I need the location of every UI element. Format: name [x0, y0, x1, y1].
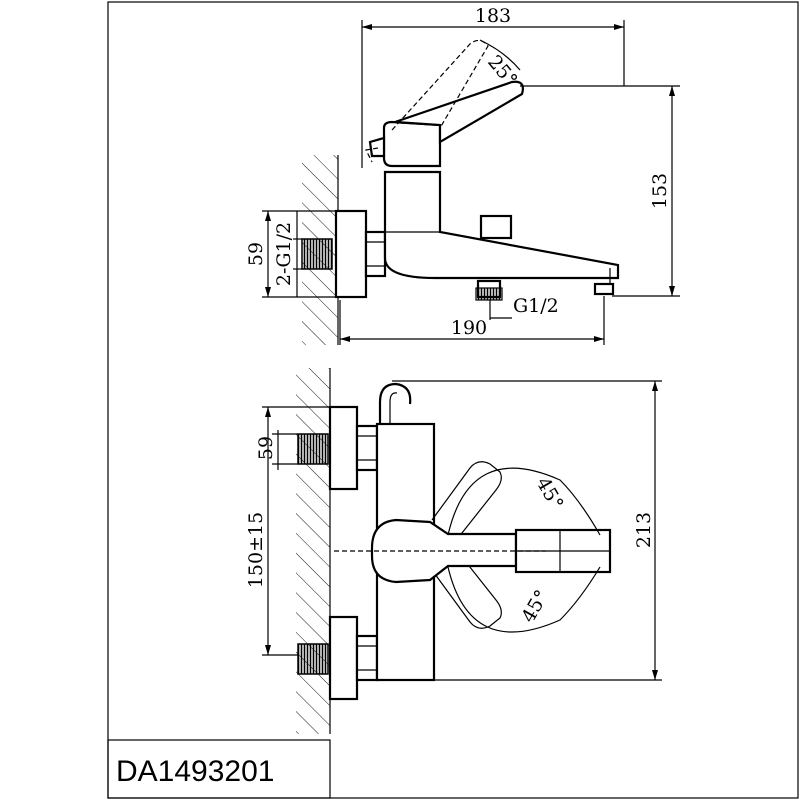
cartridge-cap-top	[382, 120, 442, 168]
lever-rotated-dashed	[391, 39, 489, 131]
lever-down-front	[431, 551, 502, 629]
wall-hatch-front	[296, 368, 330, 734]
inlet-thread-upper	[297, 433, 329, 465]
flange-upper	[328, 405, 359, 491]
mixer-body-top	[383, 170, 620, 280]
nut-lower	[355, 634, 379, 682]
connector-nut-top	[364, 230, 387, 278]
spout-190-label: 190	[451, 317, 487, 339]
front-view: 45° 45° 213 59 150±15	[245, 368, 662, 734]
inlet-thread-label: 2-G1/2	[273, 222, 295, 286]
shower-hook	[378, 382, 412, 424]
height-153-label: 153	[649, 173, 671, 209]
product-code-box	[107, 739, 331, 799]
spout-tip-top	[593, 282, 615, 296]
angle-upper-label: 45°	[532, 474, 568, 514]
inlet-thread-lower	[297, 643, 329, 675]
inlet-59-front-label: 59	[255, 436, 277, 460]
wall-flange-top	[334, 209, 368, 299]
product-code: DA1493201	[116, 755, 274, 788]
drawing-frame	[107, 1, 799, 799]
center-distance-label: 150±15	[245, 512, 267, 588]
nut-upper	[355, 424, 379, 472]
width-183-label: 183	[475, 5, 511, 27]
inlet-59-label: 59	[245, 242, 267, 266]
inlet-thread-top	[301, 238, 333, 270]
top-view: 25° 183 153 190 G1/2 59 2-G1/2	[245, 5, 680, 345]
height-213-label: 213	[633, 512, 655, 548]
angle-lower-label: 45°	[517, 586, 553, 626]
lever-up-front	[431, 461, 502, 539]
diverter-knob-top	[479, 214, 513, 240]
flange-lower	[328, 615, 359, 701]
angle-arc-upper	[447, 467, 601, 536]
angle-arc-lower	[447, 566, 601, 633]
outlet-thread-label: G1/2	[513, 295, 559, 317]
